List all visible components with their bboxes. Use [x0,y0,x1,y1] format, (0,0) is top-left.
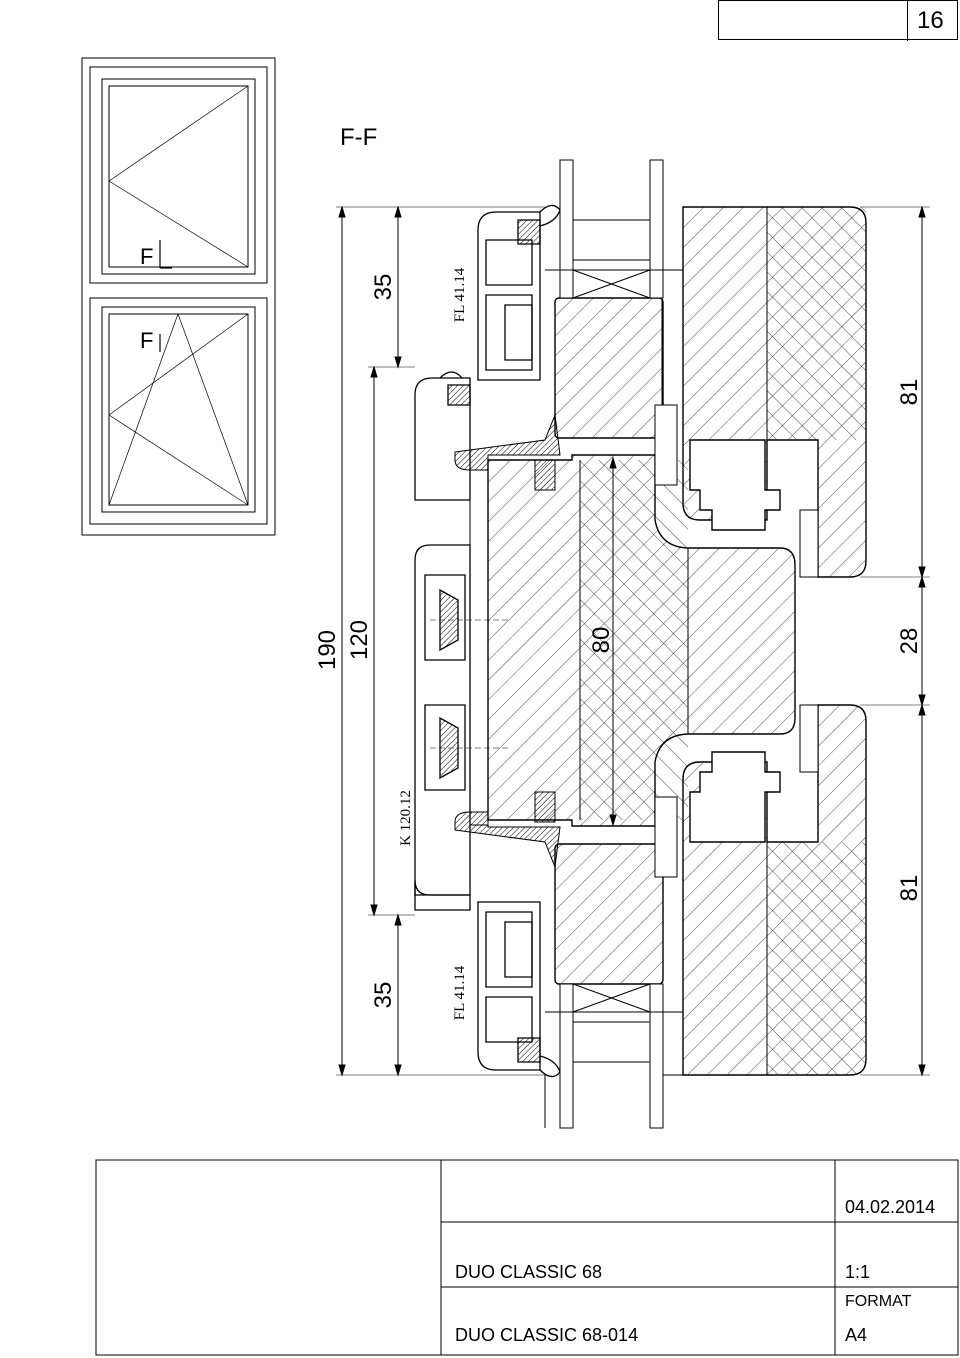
label-top-frame: FL 41.14 [452,267,468,322]
dim-bottom: 35 [370,982,397,1009]
elevation-lower-label: F [140,328,153,353]
rebate-top [689,439,781,531]
sill-detail [544,1074,683,1128]
label-bottom-frame: FL 41.14 [452,965,468,1020]
wood-frame-bottom [682,704,867,1076]
dim-right-middle: 28 [896,628,923,655]
dim-middle: 120 [346,620,373,660]
aluminium-profile-bottom [477,901,561,1078]
dim-total: 190 [314,630,341,670]
label-coupler: K 120.12 [398,790,414,846]
aluminium-profile-top [477,204,561,381]
elevation-upper-label: F [140,244,153,269]
wood-sash-bottom [554,843,664,985]
title-date: 04.02.2014 [845,1197,936,1217]
page-number-box: 16 [718,0,958,41]
title-block-lines [95,1159,959,1356]
title-format-value: A4 [845,1325,868,1345]
title-drawing-number: DUO CLASSIC 68-014 [455,1325,639,1345]
window-elevation [81,57,276,536]
wood-frame-top [682,206,867,578]
title-format-label: FORMAT [845,1293,912,1310]
right-dimensions [860,205,930,1077]
dim-top: 35 [370,274,397,301]
dim-right-bottom: 81 [896,875,923,902]
section-title: F-F [340,124,377,151]
wood-core [487,454,796,827]
page-number: 16 [917,7,944,34]
title-product: DUO CLASSIC 68 [455,1262,603,1282]
gasket-details [545,159,819,1129]
rebate-bottom [689,751,781,843]
page-number-divider [907,1,908,41]
dim-right-top: 81 [896,379,923,406]
seal-gaskets [454,414,561,868]
title-scale: 1:1 [845,1262,871,1282]
